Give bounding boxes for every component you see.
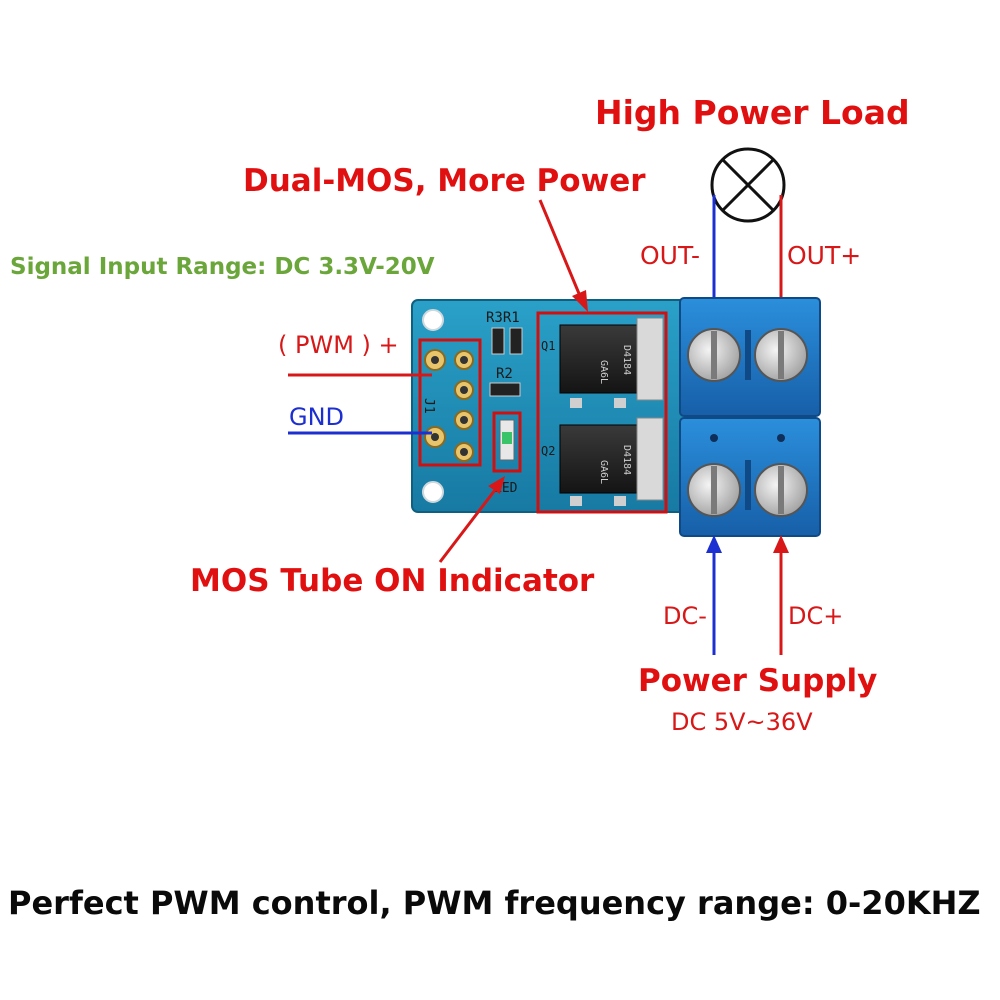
- input-header-pads: J1: [418, 338, 482, 467]
- svg-text:Q1: Q1: [541, 339, 555, 353]
- pwm-plus-label: ( PWM ) +: [278, 331, 399, 359]
- lamp-symbol-icon: [710, 147, 786, 223]
- svg-text:D4184: D4184: [621, 345, 632, 375]
- arrow-up-icon: [773, 535, 789, 553]
- mos-indicator-label: MOS Tube ON Indicator: [190, 563, 595, 599]
- dual-mos-label: Dual-MOS, More Power: [243, 163, 646, 199]
- dc-plus-label: DC+: [788, 602, 844, 630]
- mosfet-q2: Q2 GA6L D4184: [541, 417, 664, 506]
- svg-text:D4184: D4184: [621, 445, 632, 475]
- mounting-hole: [422, 309, 444, 331]
- high-power-load-label: High Power Load: [595, 93, 910, 132]
- power-range-label: DC 5V~36V: [671, 708, 813, 736]
- power-terminal-block: [679, 417, 821, 537]
- pcb-board: J1 R3R1 R2 LED Q1 GA6: [411, 299, 691, 514]
- svg-text:GA6L: GA6L: [598, 360, 609, 384]
- out-minus-label: OUT-: [640, 241, 700, 270]
- r2-silkscreen: R2: [496, 366, 513, 382]
- dc-minus-label: DC-: [663, 602, 707, 630]
- arrow-icon: [488, 476, 505, 494]
- j1-silkscreen: J1: [421, 398, 436, 414]
- signal-input-label: Signal Input Range: DC 3.3V-20V: [10, 254, 435, 280]
- svg-text:GA6L: GA6L: [598, 460, 609, 484]
- resistor-r1: [509, 327, 523, 355]
- resistor-r3: [491, 327, 505, 355]
- dual-mos-pointer: [538, 199, 582, 297]
- resistor-r2: [489, 382, 521, 397]
- arrow-up-icon: [706, 535, 722, 553]
- out-plus-label: OUT+: [787, 241, 862, 270]
- arrow-icon: [572, 290, 588, 312]
- mosfet-highlight-box: [536, 311, 668, 514]
- mosfet-q1: Q1 GA6L D4184: [541, 317, 664, 408]
- output-terminal-block: [679, 297, 821, 417]
- gnd-label: GND: [289, 403, 345, 431]
- indicator-pointer: [438, 489, 497, 563]
- footer-caption: Perfect PWM control, PWM frequency range…: [8, 884, 981, 922]
- svg-text:Q2: Q2: [541, 444, 555, 458]
- mounting-hole: [422, 481, 444, 503]
- r3r1-silkscreen: R3R1: [486, 310, 520, 326]
- power-supply-label: Power Supply: [638, 663, 878, 699]
